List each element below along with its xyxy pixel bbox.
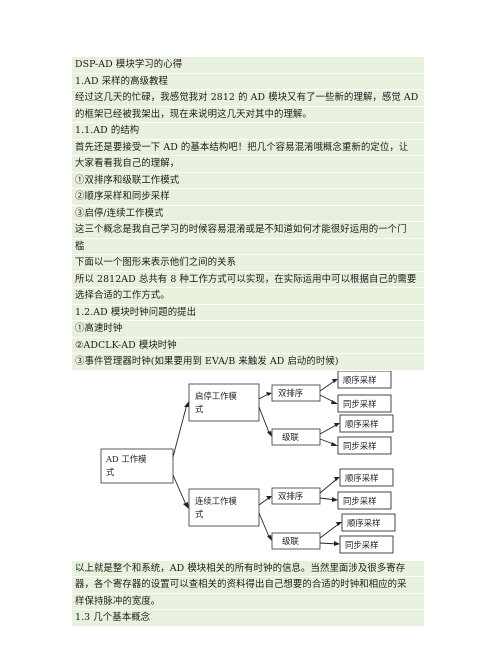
arrow-head [267, 534, 272, 541]
sequential-label: 顺序采样 [345, 419, 379, 429]
paragraph-line: 槛 [72, 238, 424, 254]
root-box [100, 448, 174, 483]
simultaneous-box-2 [337, 436, 392, 454]
simultaneous-box-3 [337, 491, 392, 509]
dual-seq-label-top: 双排序 [278, 388, 303, 398]
list-item: ②顺序采样和同步采样 [72, 189, 424, 205]
list-item: ②ADCLK-AD 模块时钟 [72, 337, 424, 353]
arrow-head [267, 430, 272, 437]
root-label: AD 工作模 [105, 454, 147, 464]
paragraph-line: 样保持脉冲的宽度。 [72, 593, 424, 609]
continuous-box [188, 488, 260, 526]
sequential-box-4 [341, 513, 396, 531]
simultaneous-box-1 [337, 394, 392, 412]
arrow-head [332, 378, 338, 383]
sequential-label: 顺序采样 [343, 375, 377, 385]
list-item: ③事件管理器时钟(如果要用到 EVA/B 来触发 AD 启动的时候) [72, 354, 424, 370]
paragraph-line: 大家看看我自己的理解， [72, 156, 424, 172]
continuous-label: 连续工作模 [195, 496, 237, 506]
simultaneous-label: 同步采样 [343, 496, 377, 506]
paragraph-line: 这三个概念是我自己学习的时候容易混淆或是不知道如何才能很好运用的一个门 [72, 222, 424, 238]
sequential-box-1 [337, 370, 392, 388]
paragraph-line: 首先还是要接受一下 AD 的基本结构吧！把几个容易混淆哦概念重新的定位，让 [72, 139, 424, 155]
document-body: DSP-AD 模块学习的心得 1.AD 采样的高级教程 经过这几天的忙碌，我感觉… [72, 57, 424, 627]
sequential-box-2 [339, 414, 394, 432]
section-heading-1: 1.AD 采样的高级教程 [72, 73, 424, 89]
arrow [319, 477, 339, 493]
paragraph-line: 以上就是整个和系统，AD 模块相关的所有时钟的信息。当然里面涉及很多寄存 [72, 560, 424, 576]
arrow-head [332, 496, 338, 502]
paragraph-line: 经过这几天的忙碌，我感觉我对 2812 的 AD 模块又有了一些新的理解，感觉 … [72, 90, 424, 106]
sequential-box-3 [339, 468, 394, 486]
simultaneous-label: 同步采样 [343, 441, 377, 451]
arrow-head [334, 476, 340, 481]
simultaneous-label: 同步采样 [343, 399, 377, 409]
section-heading-1-2: 1.2.AD 模块时钟问题的提出 [72, 304, 424, 320]
dual-seq-label-bottom: 双排序 [278, 491, 303, 501]
mode-diagram: AD 工作模 式 启停工作模 式 连续工作模 式 双排序 级联 双排序 级联 [72, 370, 424, 561]
sequential-label: 顺序采样 [345, 473, 379, 483]
arrow-head [334, 422, 340, 427]
paragraph-line: 所以 2812AD 总共有 8 种工作方式可以实现，在实际运用中可以根据自己的需… [72, 271, 424, 287]
list-item: ①双排序和级联工作模式 [72, 172, 424, 188]
paragraph-line: 的框架已经被我架出，现在来说明这几天对其中的理解。 [72, 106, 424, 122]
simultaneous-box-4 [339, 535, 394, 553]
arrow-head [331, 399, 338, 404]
section-heading-1-1: 1.1.AD 的结构 [72, 123, 424, 139]
arrow-head [184, 400, 189, 407]
arrow-head [331, 441, 338, 446]
simultaneous-label: 同步采样 [345, 540, 379, 550]
cascade-label-bottom: 级联 [282, 536, 299, 546]
arrow [258, 406, 271, 435]
list-item: ③启停/连续工作模式 [72, 205, 424, 221]
arrow [172, 403, 188, 457]
section-heading-1-3: 1.3 几个基本概念 [72, 610, 424, 626]
startstop-label: 启停工作模 [195, 391, 237, 401]
cascade-label-top: 级联 [282, 432, 299, 442]
arrow-head [266, 391, 272, 396]
arrow [172, 474, 188, 507]
startstop-box [188, 383, 260, 421]
arrow-head [183, 501, 189, 509]
startstop-label: 式 [195, 404, 204, 414]
arrow-head [334, 540, 340, 546]
arrow [258, 512, 271, 539]
list-item: ①高速时钟 [72, 321, 424, 337]
doc-title: DSP-AD 模块学习的心得 [72, 57, 424, 73]
mode-tree-svg: AD 工作模 式 启停工作模 式 连续工作模 式 双排序 级联 双排序 级联 [100, 370, 396, 553]
paragraph-line: 器，各个寄存器的设置可以查相关的资料得出自己想要的合适的时钟和相应的采 [72, 577, 424, 593]
paragraph-line: 选择合适的工作方式。 [72, 288, 424, 304]
arrow [319, 522, 341, 538]
root-label: 式 [106, 467, 115, 477]
arrow [319, 423, 339, 434]
continuous-label: 式 [195, 509, 204, 519]
arrow [319, 379, 337, 391]
arrow-head [266, 495, 272, 500]
sequential-label: 顺序采样 [347, 518, 381, 528]
arrow-head [336, 521, 342, 526]
paragraph-line: 下面以一个图形来表示他们之间的关系 [72, 255, 424, 271]
